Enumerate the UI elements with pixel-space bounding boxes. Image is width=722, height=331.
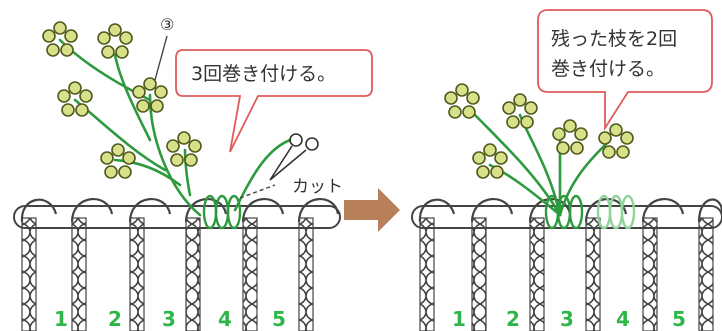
cut-label: カット [292, 177, 343, 197]
right-flower-1 [444, 83, 480, 119]
left-flower-5 [100, 143, 136, 179]
step-marker-3: ③ [160, 15, 174, 34]
right-rod-number-4: 4 [616, 307, 630, 331]
cut-dash-line [239, 184, 276, 199]
left-flowers [42, 21, 202, 179]
right-rod-number-1: 1 [452, 307, 466, 331]
left-rod-number-2: 2 [108, 307, 122, 331]
left-rod-number-4: 4 [218, 307, 232, 331]
next-arrow-icon [344, 188, 400, 232]
left-callout: 3回巻き付ける。 [175, 49, 373, 153]
right-flower-2 [502, 93, 538, 129]
right-flower-3 [552, 119, 588, 155]
scissors-icon [269, 133, 319, 181]
right-panel: 1 2 3 4 5 残 [411, 9, 722, 331]
left-rod-number-5: 5 [272, 307, 286, 331]
right-flowers [444, 83, 634, 179]
right-flower-5 [472, 143, 508, 179]
left-horizontal-bar [13, 205, 341, 229]
right-callout-line1: 残った枝を2回 [551, 28, 677, 50]
left-rod-number-3: 3 [162, 307, 176, 331]
right-rod-number-2: 2 [506, 307, 520, 331]
right-wrap-coils-light [596, 194, 636, 230]
left-flower-3 [57, 81, 93, 117]
left-warp-rods [21, 217, 314, 331]
right-warp-rods [419, 217, 714, 331]
step-marker-leader [154, 35, 168, 81]
left-panel: 1 2 3 4 5 ③ [13, 15, 373, 331]
left-flower-1 [42, 21, 78, 57]
left-flower-4 [132, 77, 168, 113]
left-rod-loops [20, 198, 340, 223]
left-flower-2 [97, 23, 133, 59]
right-rod-number-3: 3 [560, 307, 574, 331]
right-flower-4 [598, 123, 634, 159]
left-rod-number-1: 1 [54, 307, 68, 331]
right-callout-line2: 巻き付ける。 [551, 58, 665, 80]
right-callout: 残った枝を2回 巻き付ける。 [537, 9, 713, 132]
left-callout-text: 3回巻き付ける。 [191, 63, 336, 85]
right-wrap-coils-dark [544, 194, 584, 230]
right-rod-number-5: 5 [672, 307, 686, 331]
left-flower-6 [166, 131, 202, 167]
left-wrap-coils [202, 194, 242, 230]
